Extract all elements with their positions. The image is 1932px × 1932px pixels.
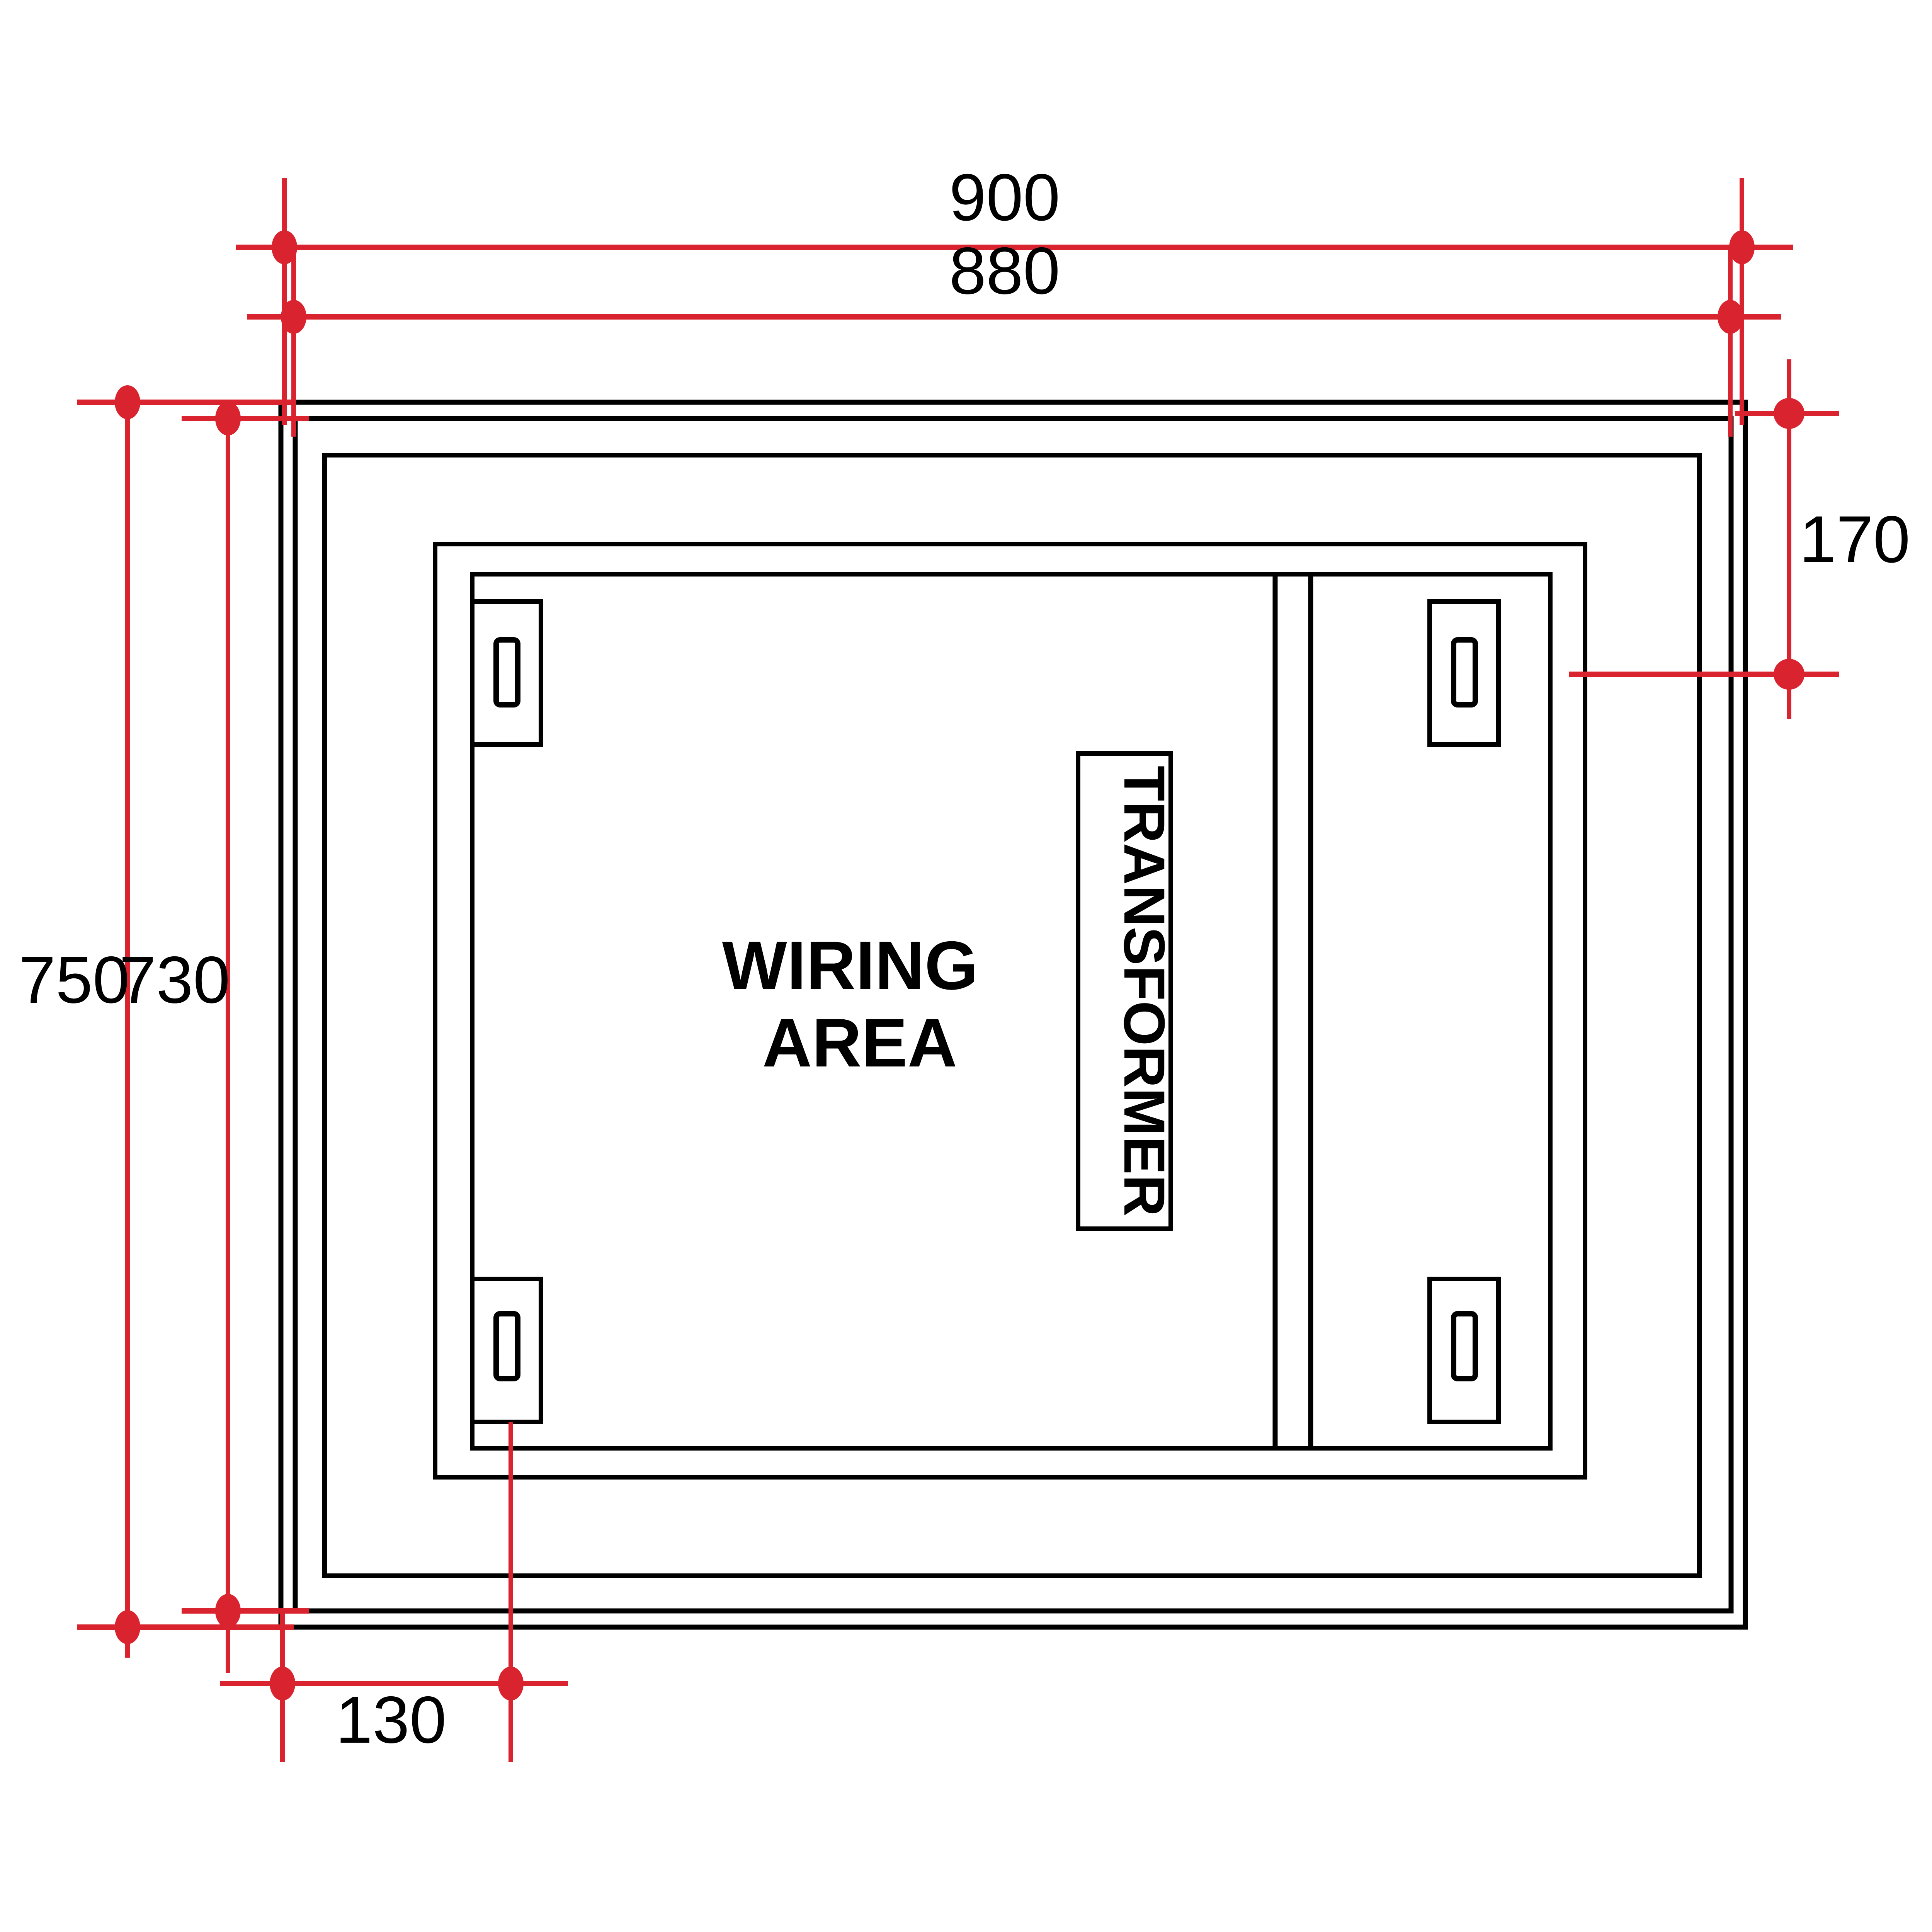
enclosure-geometry	[278, 400, 1748, 1630]
dim-dot-170-top	[1774, 398, 1804, 429]
dim-value-170: 170	[1799, 502, 1910, 577]
dimension-overall-height: 750	[19, 385, 294, 1658]
bracket-top-left-slot	[493, 637, 520, 707]
inner-frame-880	[293, 416, 1734, 1614]
dimension-overall-width: 900	[236, 160, 1793, 425]
bracket-bottom-right-body	[1427, 1277, 1501, 1424]
dim-dot-900-right	[1729, 230, 1755, 264]
bracket-bottom-left-body	[470, 1277, 543, 1424]
bracket-top-right	[1427, 599, 1501, 747]
bracket-bottom-right	[1427, 1277, 1501, 1424]
dim-value-730: 730	[119, 943, 230, 1017]
door-frame	[322, 453, 1702, 1578]
bracket-top-left-body	[470, 599, 543, 747]
dim-dot-170-bottom	[1774, 659, 1804, 690]
dim-dot-750-bottom	[115, 1610, 140, 1644]
wiring-area-label-line1: WIRING	[722, 927, 978, 1004]
transformer-label: TRANSFORMER	[1112, 766, 1177, 1217]
dim-value-880: 880	[949, 234, 1060, 308]
dim-value-900: 900	[949, 160, 1060, 235]
dimension-inner-width: 880	[247, 234, 1781, 437]
dim-value-750: 750	[19, 943, 130, 1017]
outer-frame	[278, 400, 1748, 1630]
dim-dot-130-right	[498, 1667, 524, 1701]
dimension-inner-height: 730	[119, 401, 309, 1673]
dimension-annotations: 900 880 750 730	[19, 160, 1910, 1762]
wiring-area-label-line2: AREA	[762, 1004, 957, 1081]
dim-dot-880-right	[1718, 300, 1743, 334]
dim-value-130: 130	[336, 1683, 447, 1757]
bracket-bottom-left-slot	[493, 1311, 520, 1381]
panel-frame	[433, 542, 1587, 1480]
bracket-top-left	[470, 599, 543, 747]
transformer-box	[1076, 751, 1173, 1231]
dim-dot-730-bottom	[215, 1594, 241, 1628]
dimension-top-offset: 170	[1569, 359, 1910, 719]
bracket-top-right-slot	[1451, 637, 1478, 707]
mounting-plate-frame	[470, 572, 1553, 1451]
dim-dot-730-top	[215, 401, 241, 435]
dim-dot-130-left	[270, 1667, 295, 1701]
dim-dot-900-left	[272, 230, 297, 264]
bracket-bottom-left	[470, 1277, 543, 1424]
dimension-left-offset: 130	[220, 1422, 568, 1762]
dim-dot-750-top	[115, 385, 140, 419]
bracket-bottom-right-slot	[1451, 1311, 1478, 1381]
bracket-top-right-body	[1427, 599, 1501, 747]
dim-dot-880-left	[281, 300, 306, 334]
